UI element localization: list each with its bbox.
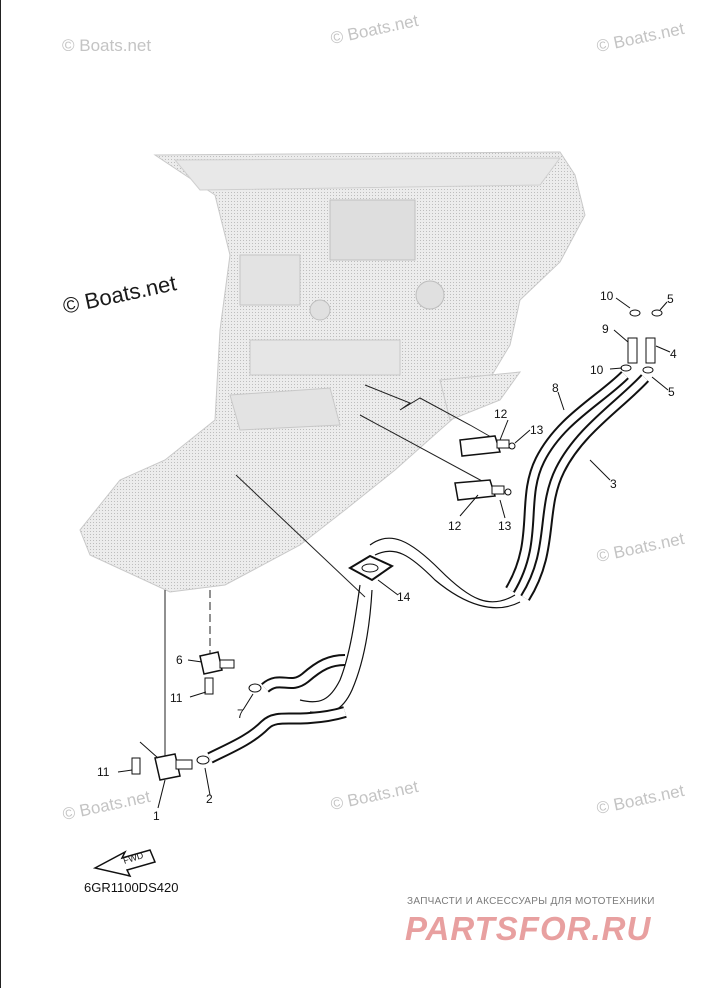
callout-leaders xyxy=(117,297,671,809)
hose-3-8 xyxy=(505,371,650,601)
connectors-top xyxy=(620,309,663,374)
callout-14: 14 xyxy=(397,590,411,604)
callout-5b: 5 xyxy=(668,385,675,399)
callout-3: 3 xyxy=(610,477,617,491)
callout-1: 1 xyxy=(153,809,160,823)
callout-10: 10 xyxy=(600,289,614,303)
fitting-1 xyxy=(131,753,210,781)
callout-12: 12 xyxy=(494,407,508,421)
page-border xyxy=(0,0,1,988)
diagram-part-code: 6GR1100DS420 xyxy=(84,880,179,895)
callout-2: 2 xyxy=(206,792,213,806)
callout-5: 5 xyxy=(667,292,674,306)
watermark: © Boats.net xyxy=(62,36,152,55)
fwd-arrow-icon xyxy=(92,849,157,878)
callout-4: 4 xyxy=(670,347,677,361)
callout-13b: 13 xyxy=(498,519,512,533)
thin-hose-lines xyxy=(299,537,521,714)
clamp-12-lower xyxy=(454,479,512,501)
engine-silhouette xyxy=(79,151,586,593)
callout-11: 11 xyxy=(170,691,183,705)
callout-7: 7 xyxy=(237,707,244,721)
callout-9: 9 xyxy=(602,322,609,336)
leader-lines xyxy=(164,384,506,770)
hose-lower xyxy=(207,654,347,764)
fitting-6 xyxy=(199,651,262,695)
callout-11b: 11 xyxy=(97,765,110,779)
brand-tagline: ЗАПЧАСТИ И АКСЕССУАРЫ ДЛЯ МОТОТЕХНИКИ xyxy=(407,896,655,907)
brand-logo: PARTSFOR.RU xyxy=(405,910,652,947)
grommet-14 xyxy=(347,554,395,582)
callout-13: 13 xyxy=(530,423,544,437)
callout-8: 8 xyxy=(552,381,559,395)
callout-6: 6 xyxy=(176,653,183,667)
clamp-12-upper xyxy=(459,435,516,457)
callout-12b: 12 xyxy=(448,519,462,533)
callout-10b: 10 xyxy=(590,363,604,377)
